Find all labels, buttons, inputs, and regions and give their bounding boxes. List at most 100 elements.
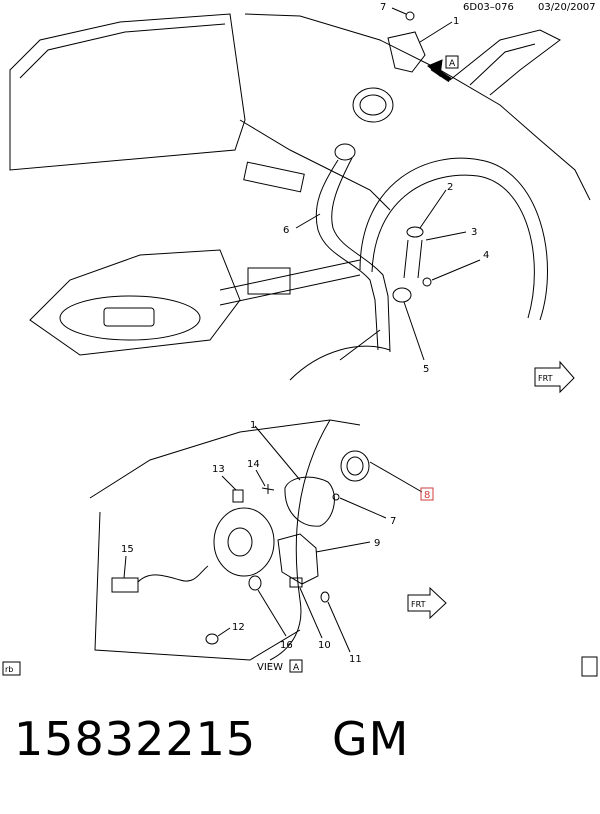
callout-11: 11 xyxy=(349,654,362,665)
leader-2 xyxy=(419,189,447,229)
view-label-text: VIEW xyxy=(257,662,283,673)
callout-1-top: 1 xyxy=(453,16,459,27)
frt-arrow-bottom xyxy=(407,586,447,620)
leader-5 xyxy=(403,301,425,361)
leader-1-bottom xyxy=(254,425,301,481)
leader-16 xyxy=(257,589,287,637)
view-marker-letter: A xyxy=(449,59,456,69)
view-label-box xyxy=(289,659,303,673)
callout-6: 6 xyxy=(283,225,289,236)
leader-10 xyxy=(299,587,323,639)
callout-10: 10 xyxy=(318,640,331,651)
view-arrow-a-head xyxy=(427,59,443,77)
filler-pipe xyxy=(315,159,379,351)
diagram-code: 6D03–076 xyxy=(463,2,514,13)
leader-6 xyxy=(295,213,321,229)
leader-7-bottom xyxy=(339,497,387,519)
trunk-lid-inner xyxy=(19,23,226,79)
callout-2: 2 xyxy=(447,182,453,193)
callout-1-bottom: 1 xyxy=(250,420,256,431)
bushing-13 xyxy=(232,489,244,503)
grommet-12 xyxy=(205,633,219,645)
leader-11 xyxy=(327,601,351,653)
spare-cover xyxy=(103,307,155,327)
manufacturer: GM xyxy=(332,712,410,766)
hose-3 xyxy=(403,239,423,279)
part-footer: 15832215 GM xyxy=(14,712,594,792)
leader-14 xyxy=(255,469,266,487)
part-number: 15832215 xyxy=(14,712,257,766)
view-label-letter: A xyxy=(293,663,300,673)
leader-1-top xyxy=(419,21,453,43)
rear-window-inner xyxy=(469,43,536,86)
wheelhouse-arch xyxy=(359,157,548,321)
callout-8-box xyxy=(420,487,434,501)
view-marker-box xyxy=(445,55,459,69)
diagram-header: 7 6D03–076 03/20/2007 xyxy=(0,0,600,20)
leader-7-top xyxy=(391,7,407,15)
fuel-door-8-inner xyxy=(346,456,364,476)
callout-4: 4 xyxy=(483,250,489,261)
callout-9: 9 xyxy=(374,538,380,549)
body-panel-outline xyxy=(89,419,361,499)
mount-plate-inner xyxy=(227,527,253,557)
trunk-floor xyxy=(29,249,241,356)
callout-8: 8 xyxy=(424,490,430,501)
spare-well xyxy=(59,295,201,341)
fastener-7-top xyxy=(405,11,415,21)
clip-7-bottom xyxy=(332,493,340,501)
quarter-panel-outline xyxy=(244,13,591,201)
callout-16: 16 xyxy=(280,640,293,651)
harness-15 xyxy=(137,565,209,583)
fuel-door-housing-top xyxy=(387,31,426,73)
leader-8 xyxy=(369,461,423,493)
frt-arrow-top xyxy=(534,360,575,394)
leader-3 xyxy=(425,231,467,241)
screw-14 xyxy=(261,484,275,494)
frt-label-top: FRT xyxy=(538,374,553,383)
leader-12 xyxy=(217,627,231,637)
clamp-2 xyxy=(406,226,424,238)
tail-lamp-panel xyxy=(243,161,305,193)
leader-9 xyxy=(315,541,371,553)
quarter-panel-lower xyxy=(239,119,391,211)
grommet-5 xyxy=(392,287,412,303)
mount-plate xyxy=(213,507,275,577)
corner-badge-box xyxy=(2,661,21,676)
actuator-15 xyxy=(111,577,139,593)
callout-15: 15 xyxy=(121,544,134,555)
callout-5: 5 xyxy=(423,364,429,375)
frt-label-bottom: FRT xyxy=(411,600,426,609)
grommet-16 xyxy=(248,575,262,591)
pin-11 xyxy=(320,591,330,603)
hinge-9 xyxy=(277,533,319,585)
wheelhouse-arch-inner xyxy=(371,174,535,319)
filler-cap xyxy=(334,143,356,161)
wheelhouse-lower xyxy=(289,329,391,381)
exploded-view-diagram: 1 2 3 4 5 6 1 7 8 9 10 11 12 13 14 15 16… xyxy=(2,7,598,677)
leader-13 xyxy=(221,475,237,491)
trunk-lid-outline xyxy=(9,13,246,171)
leader-4 xyxy=(431,259,481,281)
leader-15 xyxy=(123,555,127,579)
callout-7-top: 7 xyxy=(380,2,387,13)
filler-pipe-outer xyxy=(331,157,391,353)
fuel-door-top-inner xyxy=(359,94,387,116)
callout-3: 3 xyxy=(471,227,477,238)
diagram-date: 03/20/2007 xyxy=(538,2,596,13)
fuel-door-top xyxy=(352,87,394,123)
body-panel-left xyxy=(94,511,301,661)
corner-badge: rb xyxy=(5,665,13,674)
clip-4 xyxy=(422,277,432,287)
callout-7-bottom: 7 xyxy=(390,516,396,527)
bumper-10 xyxy=(289,577,303,588)
callout-13: 13 xyxy=(212,464,225,475)
rear-window xyxy=(449,29,561,96)
callout-14: 14 xyxy=(247,459,260,470)
bracket-top xyxy=(247,267,291,295)
fuel-door-housing xyxy=(284,476,335,527)
callout-12: 12 xyxy=(232,622,245,633)
page-icon xyxy=(581,656,598,677)
fuel-door-8 xyxy=(340,450,370,482)
